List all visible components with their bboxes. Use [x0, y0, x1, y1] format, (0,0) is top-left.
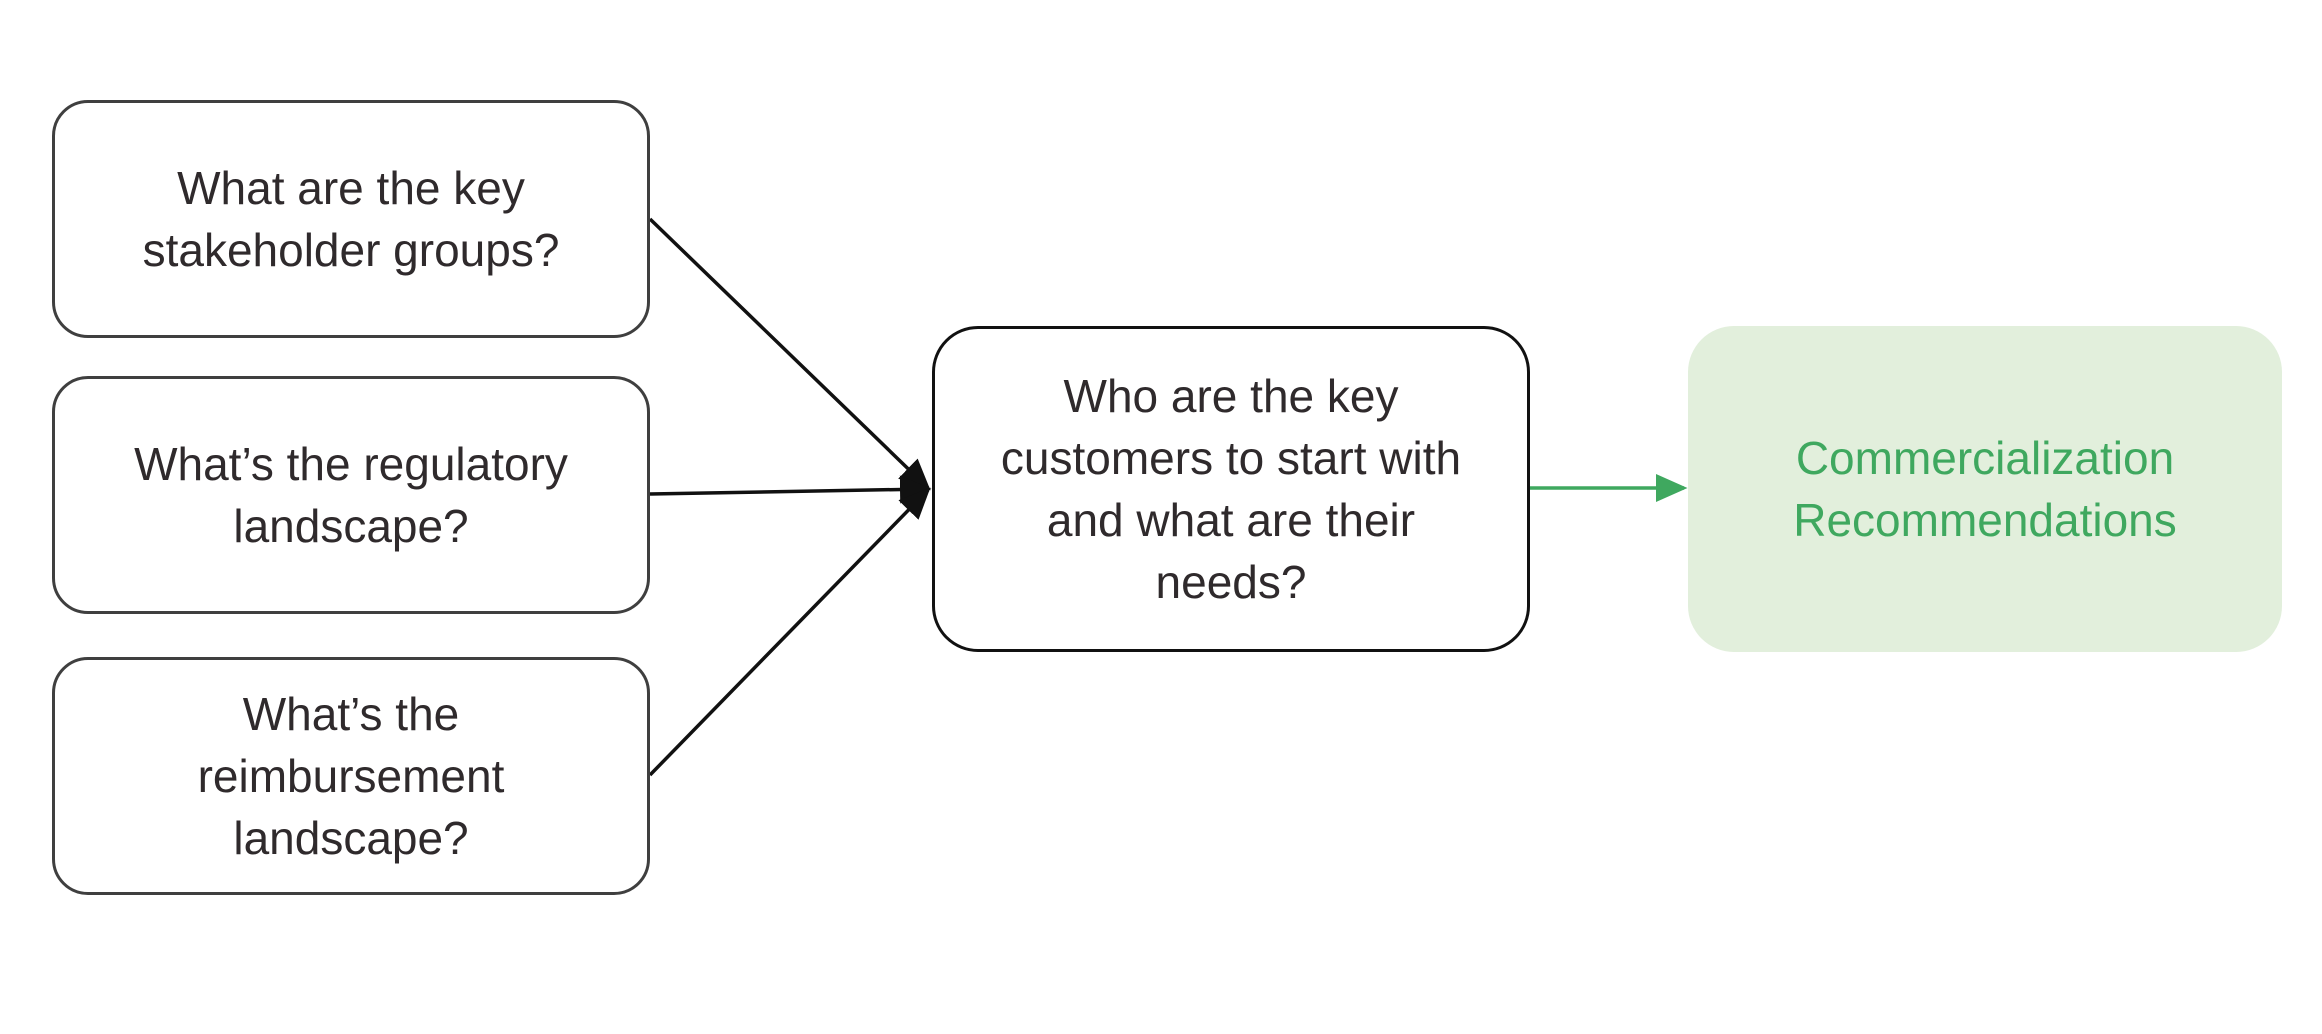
stakeholder-groups-box: What are the key stakeholder groups? — [52, 100, 650, 338]
connector-regulatory-to-customers — [649, 475, 932, 504]
connector-stakeholders-to-customers — [648, 217, 931, 491]
reimbursement-landscape-text: What’s the reimbursement landscape? — [197, 688, 505, 864]
commercialization-recommendations-box: Commercialization Recommendations — [1688, 326, 2282, 652]
commercialization-recommendations-text: Commercialization Recommendations — [1793, 432, 2177, 546]
regulatory-landscape-box: What’s the regulatory landscape? — [52, 376, 650, 614]
regulatory-landscape-text: What’s the regulatory landscape? — [134, 438, 568, 552]
key-customers-box: Who are the key customers to start with … — [932, 326, 1530, 652]
connector-reimbursement-to-customers — [648, 487, 931, 777]
reimbursement-landscape-box: What’s the reimbursement landscape? — [52, 657, 650, 895]
stakeholder-groups-text: What are the key stakeholder groups? — [142, 162, 560, 276]
key-customers-text: Who are the key customers to start with … — [1000, 370, 1462, 608]
